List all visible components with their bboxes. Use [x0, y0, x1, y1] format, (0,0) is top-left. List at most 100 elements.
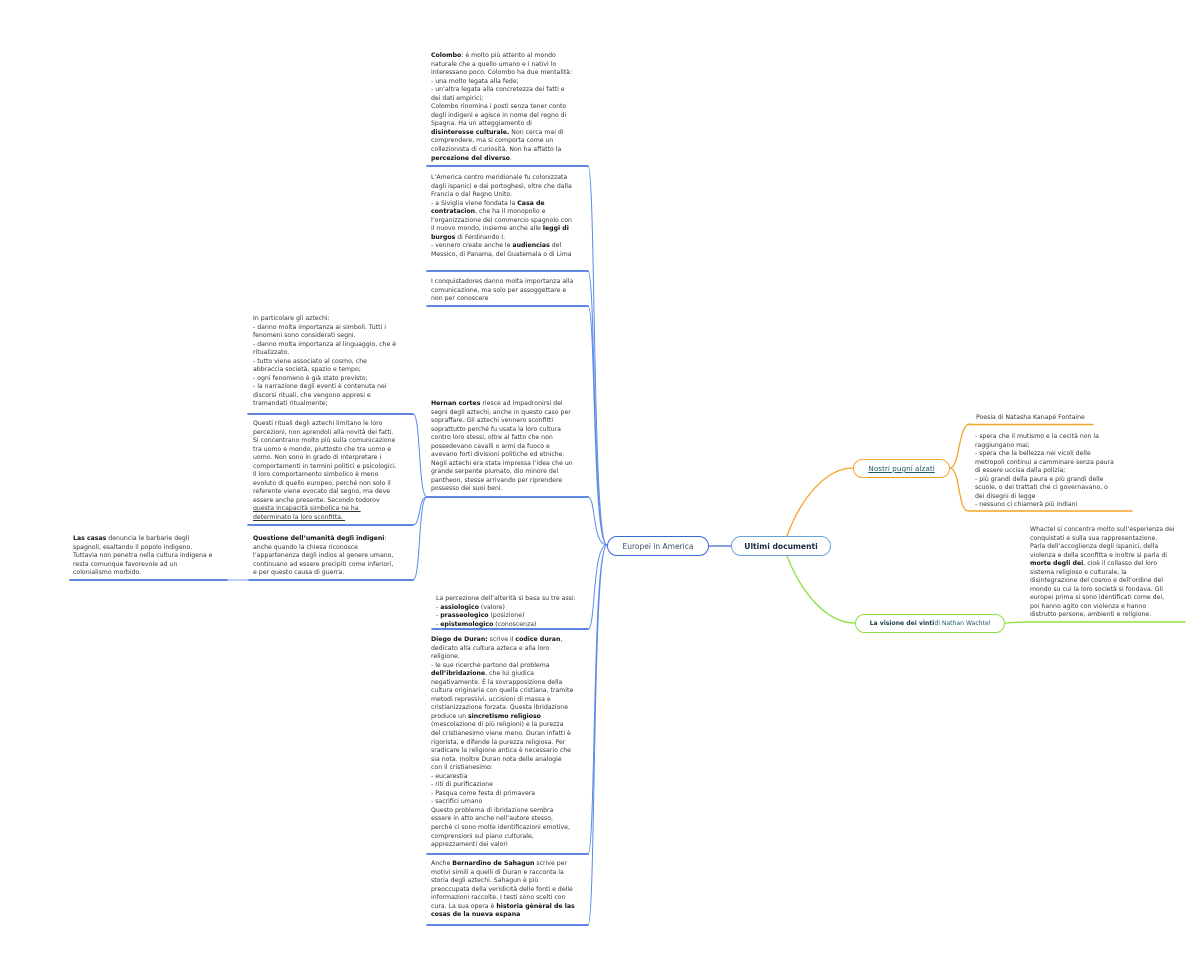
text-segment: La percezione dell’alterità si basa su t… — [436, 595, 576, 602]
text-line: possedevano cavalli o armi da fuoco e — [431, 443, 573, 452]
text-line: cristianizzazione forzata. Questa ibrida… — [431, 704, 573, 713]
text-segment: - eucarestia — [431, 772, 468, 780]
text-line: produce un sincretismo religioso — [431, 713, 573, 722]
bold-text: assiologico — [440, 603, 479, 611]
subtopic-whactel[interactable]: Whactel si concentra molto sull’esperien… — [1030, 526, 1175, 620]
bold-text: percezione del diverso — [431, 154, 510, 162]
central-topic-node[interactable]: Ultimi documenti — [731, 536, 831, 556]
text-line: colonialismo morbido. — [73, 569, 212, 578]
text-line: metodi repressivi, uccisioni di massa e — [431, 696, 573, 705]
subtopic-hernan-cortes[interactable]: Hernan cortes riesce ad impadronirsi dei… — [431, 400, 573, 494]
text-line: di essere uccisa dalla polizia; — [975, 467, 1114, 476]
text-line: cosas de la nueva espana — [431, 911, 575, 920]
text-line: ritualizzato. — [253, 349, 396, 358]
text-line: degli indigeni e agisce in nome del regn… — [431, 112, 572, 121]
bold-text: leggi di — [542, 225, 569, 233]
text-line: Messico, di Panama, del Guatemala o di L… — [431, 251, 572, 260]
text-line: fenomeni sono considerati segni. — [253, 332, 396, 341]
text-line: - la narrazione degli eventi è contenuta… — [253, 383, 396, 392]
subtopic-america[interactable]: L’America centro meridionale fu colonizz… — [431, 174, 572, 259]
text-segment: dei disegni di legge — [975, 492, 1036, 500]
bold-text: Casa de — [517, 199, 545, 207]
text-line: sistema religioso e culturale, la — [1030, 569, 1175, 578]
text-line: non per conoscere — [431, 295, 573, 304]
text-line: - danno molta importanza ai simboli. Tut… — [253, 324, 396, 333]
text-line: - ogni fenomeno è già stato previsto; — [253, 375, 396, 384]
subtopic-percezione[interactable]: La percezione dell’alterità si basa su t… — [436, 595, 576, 629]
subtopic-questione[interactable]: Questione dell’umanità degli indigeni:an… — [253, 535, 393, 578]
text-segment: dagli ispanici e dai portoghesi, oltre c… — [431, 182, 572, 190]
text-segment: . — [509, 154, 512, 162]
text-segment: collezionista di curiosità. Non ha affat… — [431, 146, 562, 154]
text-line: disintegrazione del cosmo e dell’ordine … — [1030, 577, 1175, 586]
text-segment: distrutto persone, ambienti e religione. — [1030, 611, 1152, 619]
text-segment: possesso dei suoi beni. — [431, 485, 503, 493]
text-segment: : è molto più attento al mondo — [461, 52, 556, 59]
text-segment: Questo problema di ibridazione sembra — [431, 806, 554, 814]
text-segment: naturale che a quello umano e i nativi l… — [431, 60, 557, 68]
subtopic-poesia[interactable]: Poesia di Natasha Kanapé Fontaine — [976, 414, 1085, 423]
text-segment: avevano forti divisioni politiche ed etn… — [431, 451, 565, 459]
text-segment: evoluto di quello europeo, perché non so… — [253, 479, 391, 487]
text-segment: negativamente. È la sovrapposizione dell… — [431, 678, 563, 686]
text-segment: possedevano cavalli o armi da fuoco e — [431, 442, 550, 450]
text-segment: del cristianesimo viene meno. Duran infa… — [431, 730, 571, 738]
text-segment: - a Siviglia viene fondata la — [431, 199, 518, 207]
bold-text: morte degli dei — [1030, 560, 1084, 568]
text-segment: Poesia di Natasha Kanapé Fontaine — [976, 414, 1085, 421]
text-line: possesso dei suoi beni. — [431, 485, 573, 494]
text-segment: soprattutto perché fu usata la loro cult… — [431, 425, 561, 433]
text-segment: - una molto legata alla fede; — [431, 77, 519, 85]
text-segment: , — [560, 636, 563, 643]
text-segment: - la narrazione degli eventi è contenuta… — [253, 383, 387, 391]
subtopic-rituali[interactable]: Questi rituali degli aztechi limitano le… — [253, 420, 397, 523]
text-line: evoluto di quello europeo, perché non so… — [253, 480, 397, 489]
text-line: con il cristianesimo: — [431, 764, 573, 773]
text-line: contratacion, che ha il monopolio e — [431, 208, 572, 217]
text-line: poi hanno agito con violenza e hanno — [1030, 603, 1175, 612]
text-line: Spagna. Ha un atteggiamento di — [431, 120, 572, 129]
text-line: Questo problema di ibridazione sembra — [431, 807, 573, 816]
topic-europei-in-america[interactable]: Europei in America — [607, 536, 709, 556]
bold-text: epistemologico — [440, 620, 494, 628]
text-line: violenza e della sconfitta e inoltre si … — [1030, 552, 1175, 561]
subtopic-diego-de-duran[interactable]: Diego de Duran: scrive il codice duran,d… — [431, 636, 573, 850]
text-segment: - — [436, 603, 441, 611]
subtopic-aztechi[interactable]: In particolare gli aztechi: - danno molta… — [253, 315, 396, 409]
bold-text: Diego de Duran: — [431, 636, 488, 643]
text-segment: uomo. Non sono in grado di interpretare … — [253, 454, 382, 462]
text-line: tra uomo e mondo, piuttosto che tra uomo… — [253, 446, 397, 455]
bold-text: disinteresse culturale. — [431, 128, 510, 136]
text-line: conquistati e sulla sua rappresentazione… — [1030, 535, 1175, 544]
text-segment: abbraccia società, spazio e tempo; — [253, 366, 361, 374]
text-segment: sia nota. Inoltre Duran nota delle analo… — [431, 755, 562, 763]
text-segment: (valore) — [478, 603, 505, 611]
text-line: Hernan cortes riesce ad impadronirsi dei — [431, 400, 573, 409]
text-segment: informazioni raccolte. I testi sono scel… — [431, 894, 566, 902]
text-line: burgos di Ferdinando I. — [431, 234, 572, 243]
text-segment: - — [436, 612, 441, 620]
text-segment: comunicazione, ma solo per assoggettare … — [431, 286, 567, 294]
text-line: anche quando la chiesa riconosce — [253, 544, 393, 553]
text-line: (mescolazione di più religioni) e la pur… — [431, 721, 573, 730]
subtopic-versi[interactable]: - spera che il mutismo e la cecità non l… — [975, 433, 1114, 510]
text-segment: essere anche presente. Secondo todorov — [253, 496, 380, 504]
text-line: del cristianesimo viene meno. Duran infa… — [431, 730, 573, 739]
topic-nostri-pugni-alzati[interactable]: Nostri pugni alzati — [853, 459, 950, 478]
bold-text: contratacion — [431, 208, 476, 216]
text-line: - spera che il mutismo e la cecità non l… — [975, 433, 1114, 442]
text-segment: continuano ad essere precipiti come infe… — [253, 560, 394, 568]
bold-text: Las casas — [73, 535, 107, 542]
topic-la-visione-dei-vinti[interactable]: La visione dei vinti di Nathan Wachtel — [855, 614, 1005, 633]
text-segment: produce un — [431, 712, 468, 720]
text-line: - spera che la bellezza nei vicoli delle — [975, 450, 1114, 459]
subtopic-conquistadores[interactable]: I conquistadores danno molta importanza … — [431, 278, 573, 304]
text-segment: In particolare gli aztechi: — [253, 315, 330, 322]
text-segment: colonialismo morbido. — [73, 569, 142, 577]
bold-text: Hernan cortes — [431, 400, 481, 407]
text-line: informazioni raccolte. I testi sono scel… — [431, 894, 575, 903]
text-segment: Questi rituali degli aztechi limitano le… — [253, 420, 383, 427]
